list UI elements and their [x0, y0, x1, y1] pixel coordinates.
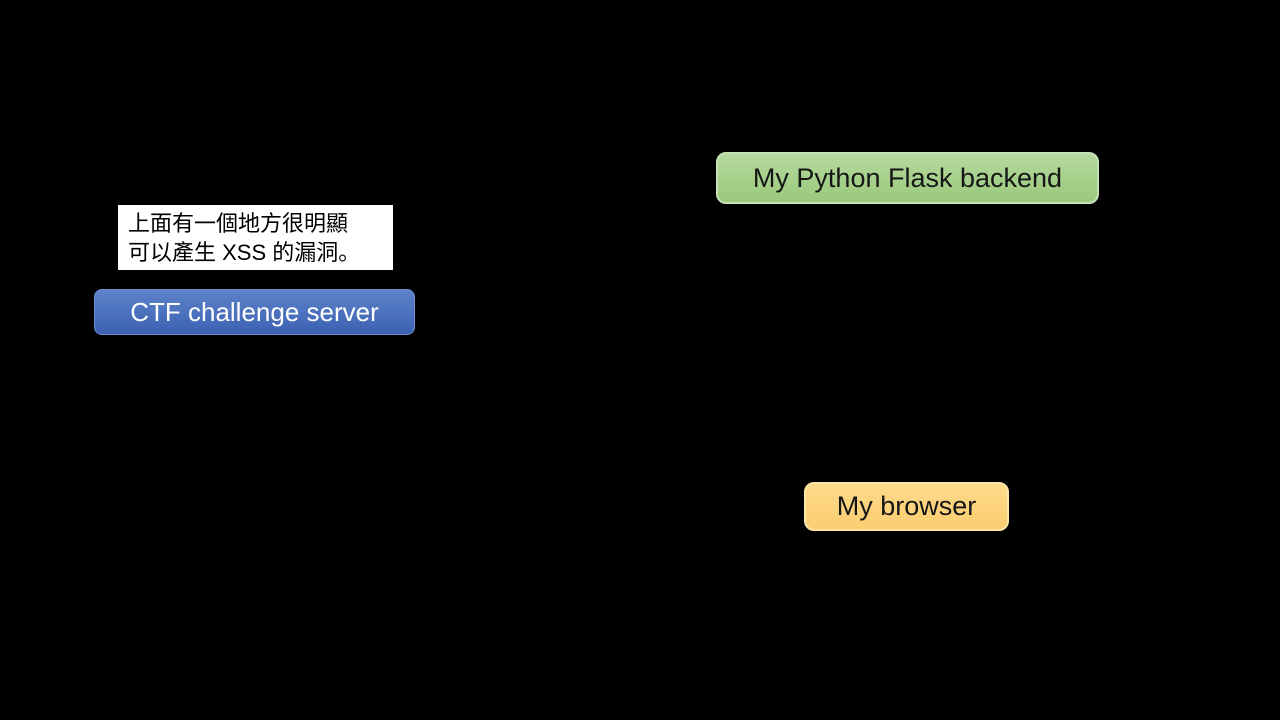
annotation-text-line-1: 上面有一個地方很明顯	[128, 211, 349, 236]
annotation-box: 上面有一個地方很明顯 可以產生 XSS 的漏洞。	[118, 205, 393, 270]
node-python-flask-backend: My Python Flask backend	[716, 152, 1099, 204]
node-my-browser: My browser	[804, 482, 1009, 531]
node-python-flask-backend-label: My Python Flask backend	[752, 162, 1063, 193]
annotation-text-line-2: 可以產生 XSS 的漏洞。	[128, 240, 361, 265]
node-ctf-challenge-server: CTF challenge server	[94, 289, 415, 335]
node-my-browser-label: My browser	[836, 491, 977, 521]
node-ctf-challenge-server-label: CTF challenge server	[130, 296, 379, 327]
